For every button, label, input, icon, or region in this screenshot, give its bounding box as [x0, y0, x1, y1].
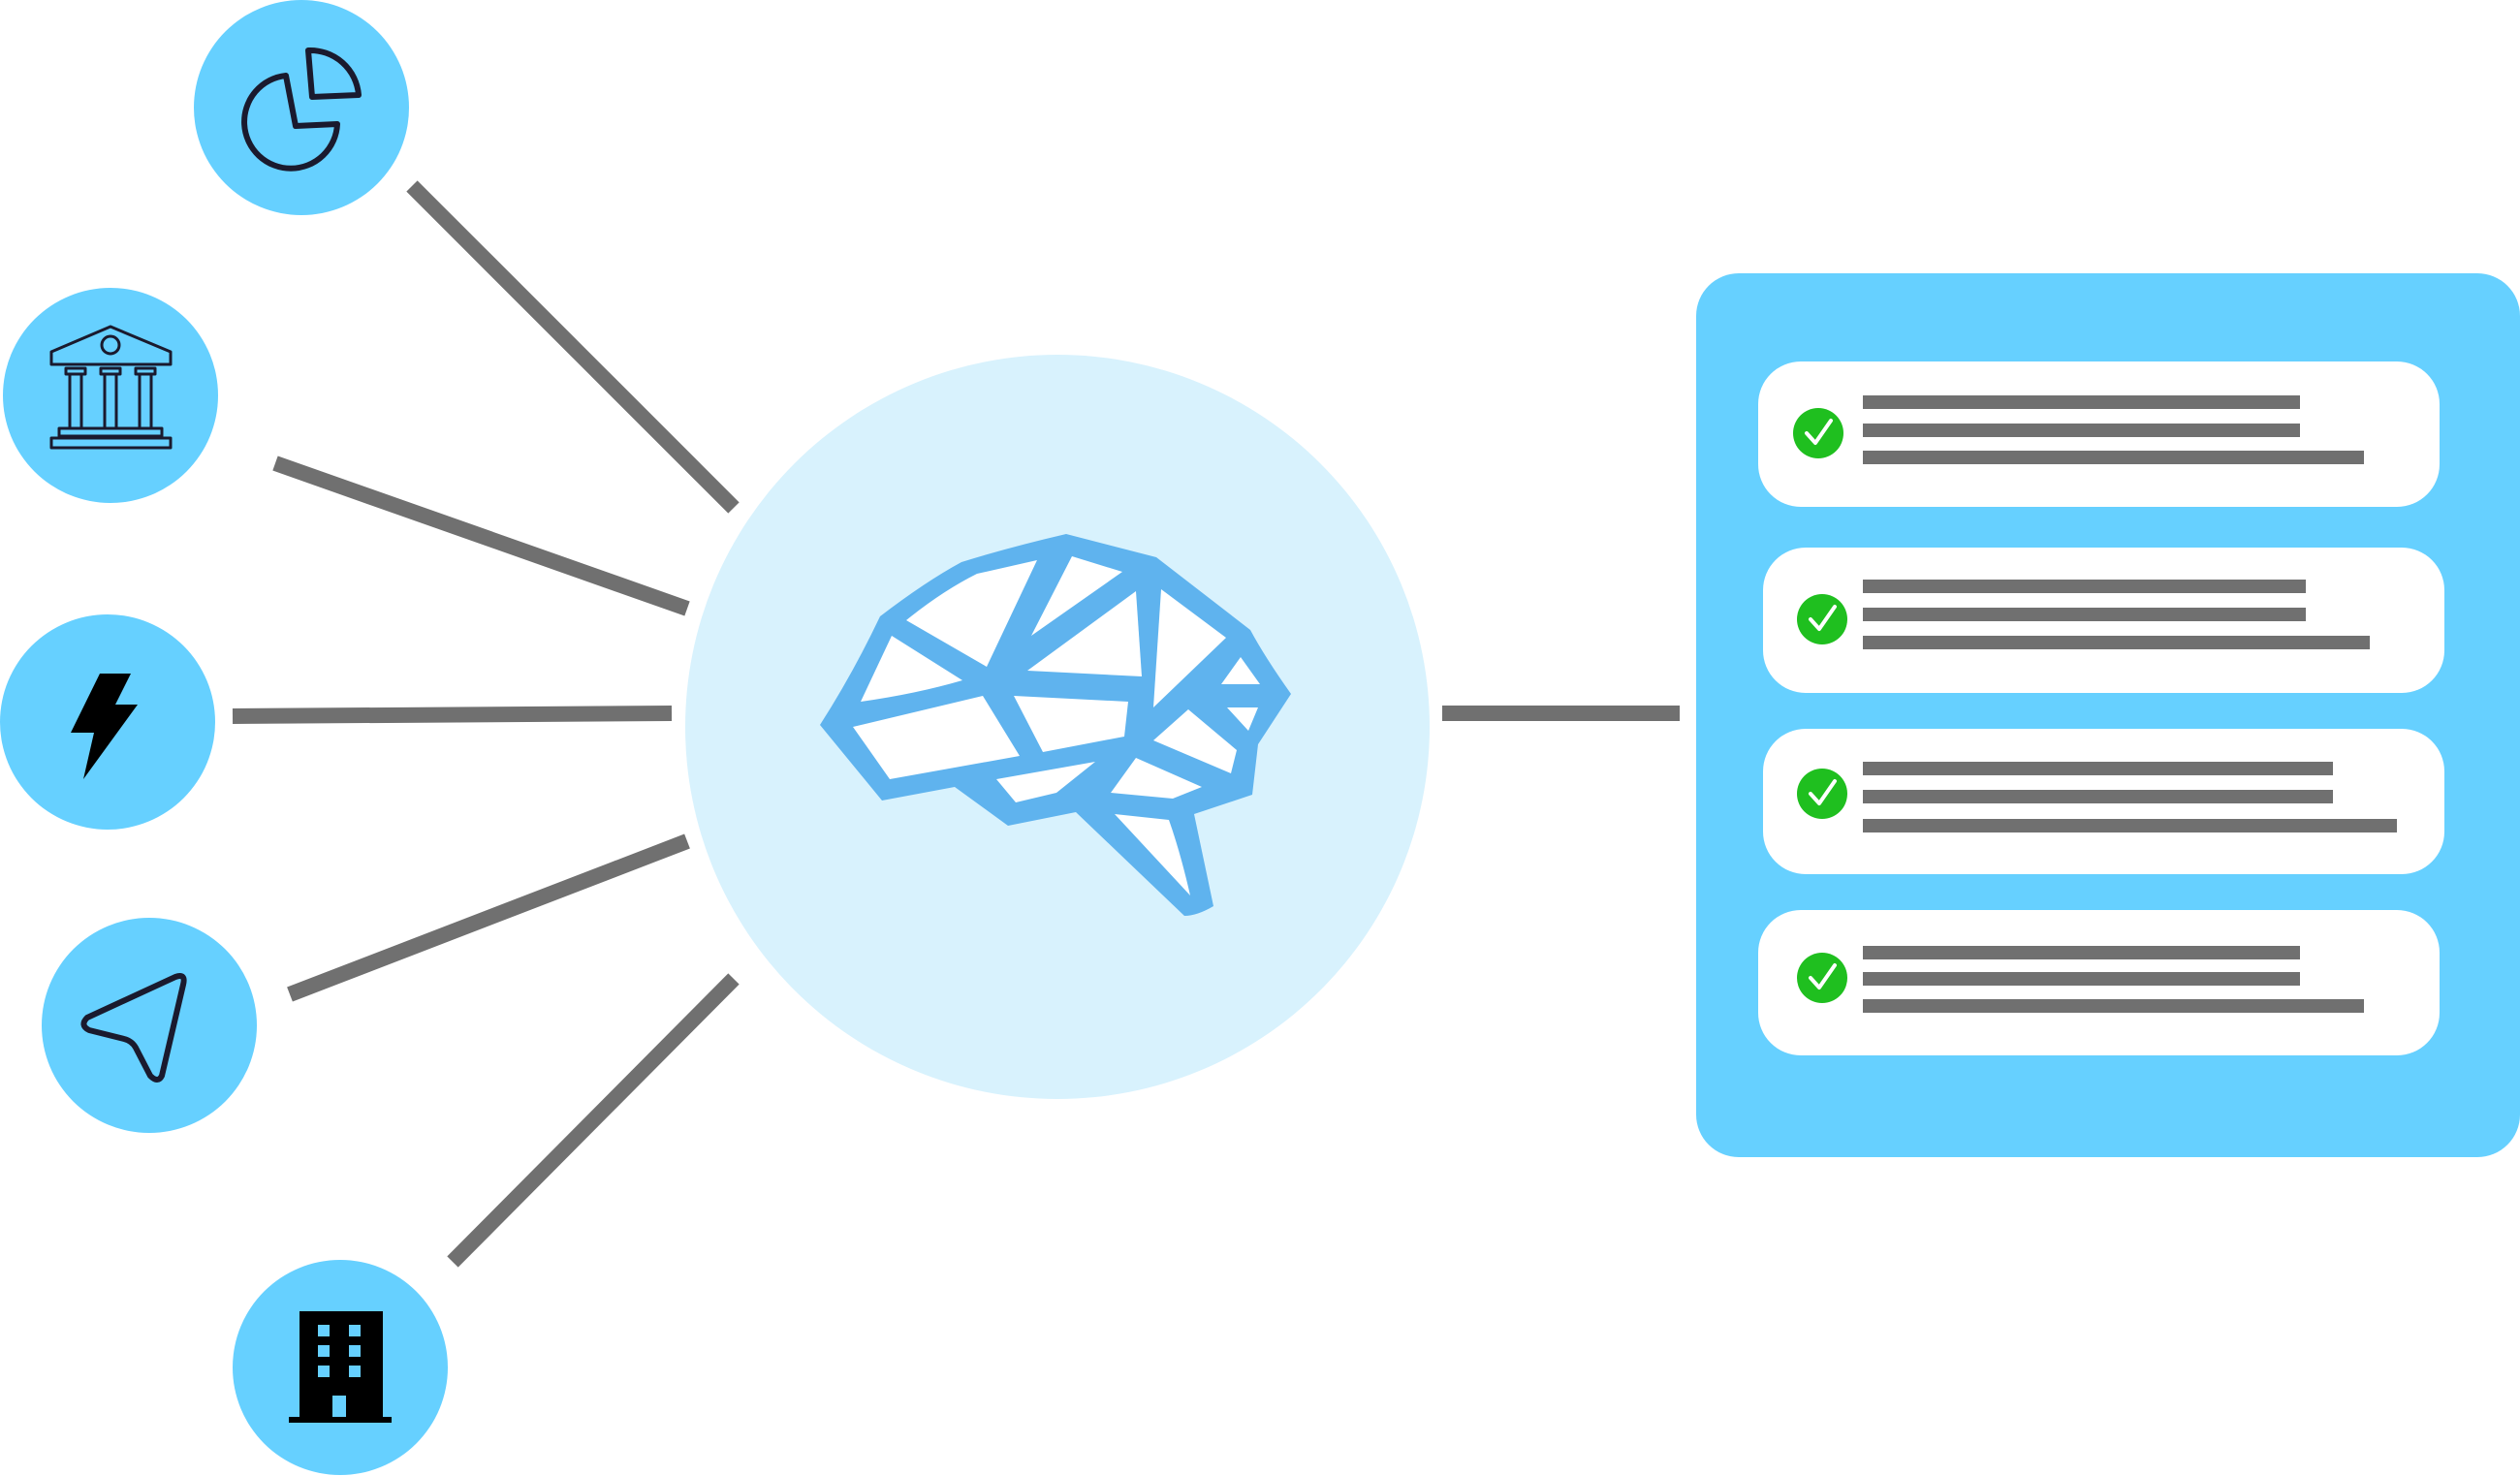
source-connectors: [232, 180, 740, 1268]
text-line-placeholder: [1863, 395, 2300, 409]
source-node-pie-chart: [194, 0, 409, 215]
text-line-placeholder: [1863, 636, 2370, 649]
check-circle-icon: [1793, 408, 1843, 458]
text-line-placeholder: [1863, 999, 2364, 1013]
result-card-3: [1763, 729, 2444, 874]
result-card-2: [1763, 548, 2444, 693]
center-node: [685, 355, 1430, 1099]
text-line-placeholder: [1863, 451, 2364, 464]
text-line-placeholder: [1863, 608, 2306, 621]
source-node-office-building: [233, 1260, 448, 1475]
office-building-icon: [289, 1311, 392, 1423]
check-circle-icon: [1797, 953, 1847, 1003]
result-card-4: [1758, 910, 2440, 1055]
connector-pie-chart: [406, 180, 740, 514]
text-line-placeholder: [1863, 972, 2300, 986]
connector-navigation: [287, 833, 690, 1002]
check-circle-icon: [1797, 769, 1847, 819]
connector-lightning: [232, 706, 673, 724]
source-node-lightning: [0, 614, 215, 830]
source-node-navigation: [42, 918, 257, 1133]
lightning-bolt-icon: [71, 674, 138, 779]
navigation-arrow-icon: [80, 973, 187, 1083]
connector-office-building: [447, 973, 740, 1268]
text-line-placeholder: [1863, 946, 2300, 959]
result-card-1: [1758, 361, 2440, 507]
text-line-placeholder: [1863, 762, 2333, 775]
bank-building-icon: [49, 325, 173, 450]
text-line-placeholder: [1863, 790, 2333, 803]
text-line-placeholder: [1863, 819, 2397, 832]
text-line-placeholder: [1863, 424, 2300, 437]
results-panel: [1696, 273, 2520, 1157]
brain-icon: [820, 534, 1291, 916]
text-line-placeholder: [1863, 580, 2306, 593]
connector-bank: [272, 455, 690, 616]
pie-chart-icon: [241, 47, 362, 172]
source-node-bank: [3, 288, 218, 503]
check-circle-icon: [1797, 594, 1847, 644]
